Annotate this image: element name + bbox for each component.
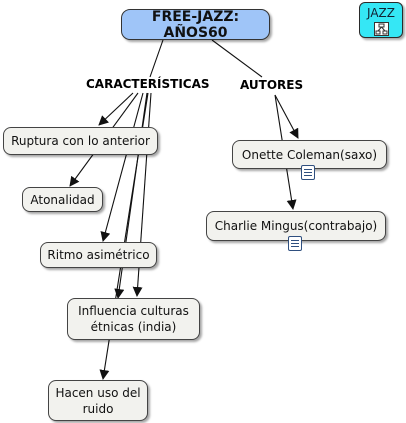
branch-caracteristicas: CARACTERÍSTICAS <box>86 77 210 91</box>
badge-label: JAZZ <box>367 6 395 20</box>
node-ritmo[interactable]: Ritmo asimétrico <box>40 242 157 268</box>
jazz-map-link[interactable]: JAZZ <box>359 2 403 38</box>
connector-ruptura <box>98 92 134 126</box>
connector-title-caracteristicas <box>149 39 164 78</box>
node-ruido-line2: ruido <box>82 401 114 416</box>
node-atonalidad[interactable]: Atonalidad <box>22 187 103 212</box>
node-influencia[interactable]: Influencia culturas étnicas (india) <box>67 298 200 340</box>
connector-autores-coleman <box>274 94 299 139</box>
connector-title-autores <box>211 39 263 78</box>
connector-ritmo <box>100 92 144 242</box>
node-ruido[interactable]: Hacen uso del ruido <box>48 380 148 421</box>
node-ruido-line1: Hacen uso del <box>55 385 141 400</box>
node-ruptura[interactable]: Ruptura con lo anterior <box>3 127 158 155</box>
concept-map-icon <box>374 22 389 36</box>
document-icon[interactable] <box>288 236 302 251</box>
document-icon[interactable] <box>301 165 315 180</box>
title-node[interactable]: FREE-JAZZ: AÑOS60 <box>121 9 270 41</box>
node-influencia-line2: étnicas (india) <box>90 320 177 334</box>
node-influencia-line1: Influencia culturas <box>78 304 189 318</box>
branch-autores: AUTORES <box>240 78 304 92</box>
